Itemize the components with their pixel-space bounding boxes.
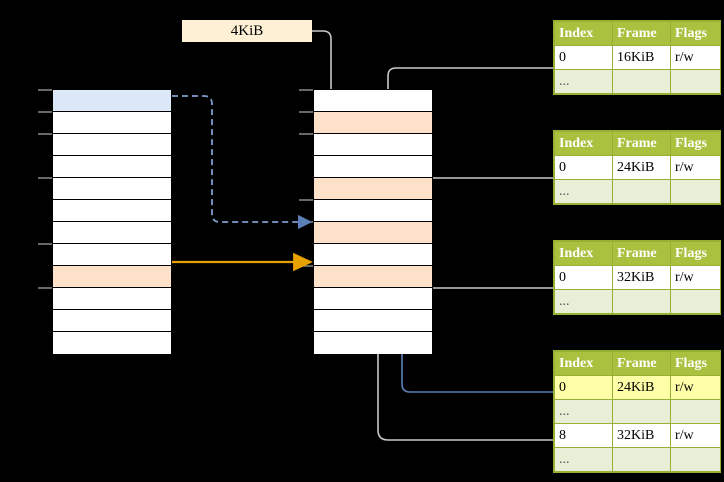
- physical-memory-row-8: [314, 266, 432, 288]
- physical-memory-row-3: [314, 156, 432, 178]
- table-row: ...: [554, 179, 721, 204]
- virtual-memory-row-3: [53, 156, 171, 178]
- header-frame: Frame: [612, 131, 671, 156]
- cell-index: 8: [554, 423, 613, 448]
- size-label-4kib: 4KiB: [182, 20, 312, 42]
- cell-flags: [670, 69, 721, 94]
- cell-frame: 24KiB: [612, 155, 671, 180]
- physical-memory-row-6: [314, 222, 432, 244]
- cell-flags: r/w: [670, 45, 721, 70]
- cell-flags: r/w: [670, 423, 721, 448]
- cell-frame: 24KiB: [612, 375, 671, 400]
- virtual-memory-row-8: [53, 266, 171, 288]
- table-row: ...: [554, 289, 721, 314]
- physical-memory-column: [313, 89, 433, 354]
- table-row: ...: [554, 399, 721, 424]
- physical-memory-row-4: [314, 178, 432, 200]
- cell-frame: 16KiB: [612, 45, 671, 70]
- cell-index: ...: [554, 447, 613, 472]
- header-flags: Flags: [670, 21, 721, 46]
- table-row: ...: [554, 447, 721, 472]
- header-index: Index: [554, 21, 613, 46]
- cell-index: 0: [554, 155, 613, 180]
- cell-flags: r/w: [670, 375, 721, 400]
- physical-memory-row-10: [314, 310, 432, 332]
- virtual-memory-row-10: [53, 310, 171, 332]
- physical-memory-row-0: [314, 90, 432, 112]
- header-index: Index: [554, 241, 613, 266]
- physical-memory-row-2: [314, 134, 432, 156]
- header-frame: Frame: [612, 21, 671, 46]
- cell-index: ...: [554, 289, 613, 314]
- virtual-memory-row-11: [53, 332, 171, 354]
- cell-frame: 32KiB: [612, 423, 671, 448]
- virtual-memory-row-5: [53, 200, 171, 222]
- physical-memory-row-9: [314, 288, 432, 310]
- virtual-memory-row-4: [53, 178, 171, 200]
- physical-memory-row-1: [314, 112, 432, 134]
- cell-flags: [670, 289, 721, 314]
- header-flags: Flags: [670, 131, 721, 156]
- cell-frame: [612, 179, 671, 204]
- cell-frame: [612, 447, 671, 472]
- cell-index: ...: [554, 399, 613, 424]
- wire-virtual-blue-to-physical: [172, 95, 313, 230]
- cell-flags: r/w: [670, 265, 721, 290]
- header-index: Index: [554, 131, 613, 156]
- wire-pt2-to-physical: [411, 177, 553, 229]
- virtual-memory-row-7: [53, 244, 171, 266]
- header-flags: Flags: [670, 241, 721, 266]
- cell-frame: [612, 69, 671, 94]
- virtual-memory-row-1: [53, 112, 171, 134]
- cell-frame: [612, 399, 671, 424]
- header-index: Index: [554, 351, 613, 376]
- header-flags: Flags: [670, 351, 721, 376]
- physical-memory-row-7: [314, 244, 432, 266]
- cell-flags: [670, 179, 721, 204]
- virtual-memory-row-2: [53, 134, 171, 156]
- cell-frame: 32KiB: [612, 265, 671, 290]
- virtual-memory-row-6: [53, 222, 171, 244]
- cell-index: 0: [554, 375, 613, 400]
- header-frame: Frame: [612, 241, 671, 266]
- physical-memory-row-5: [314, 200, 432, 222]
- table-row: ...: [554, 69, 721, 94]
- cell-index: ...: [554, 179, 613, 204]
- cell-index: ...: [554, 69, 613, 94]
- cell-flags: r/w: [670, 155, 721, 180]
- cell-index: 0: [554, 45, 613, 70]
- cell-index: 0: [554, 265, 613, 290]
- physical-memory-row-11: [314, 332, 432, 354]
- virtual-memory-column: [52, 89, 172, 354]
- virtual-memory-row-0: [53, 90, 171, 112]
- physical-column-ticks: [299, 89, 313, 267]
- virtual-column-ticks: [38, 89, 52, 289]
- cell-frame: [612, 289, 671, 314]
- cell-flags: [670, 447, 721, 472]
- header-frame: Frame: [612, 351, 671, 376]
- cell-flags: [670, 399, 721, 424]
- virtual-memory-row-9: [53, 288, 171, 310]
